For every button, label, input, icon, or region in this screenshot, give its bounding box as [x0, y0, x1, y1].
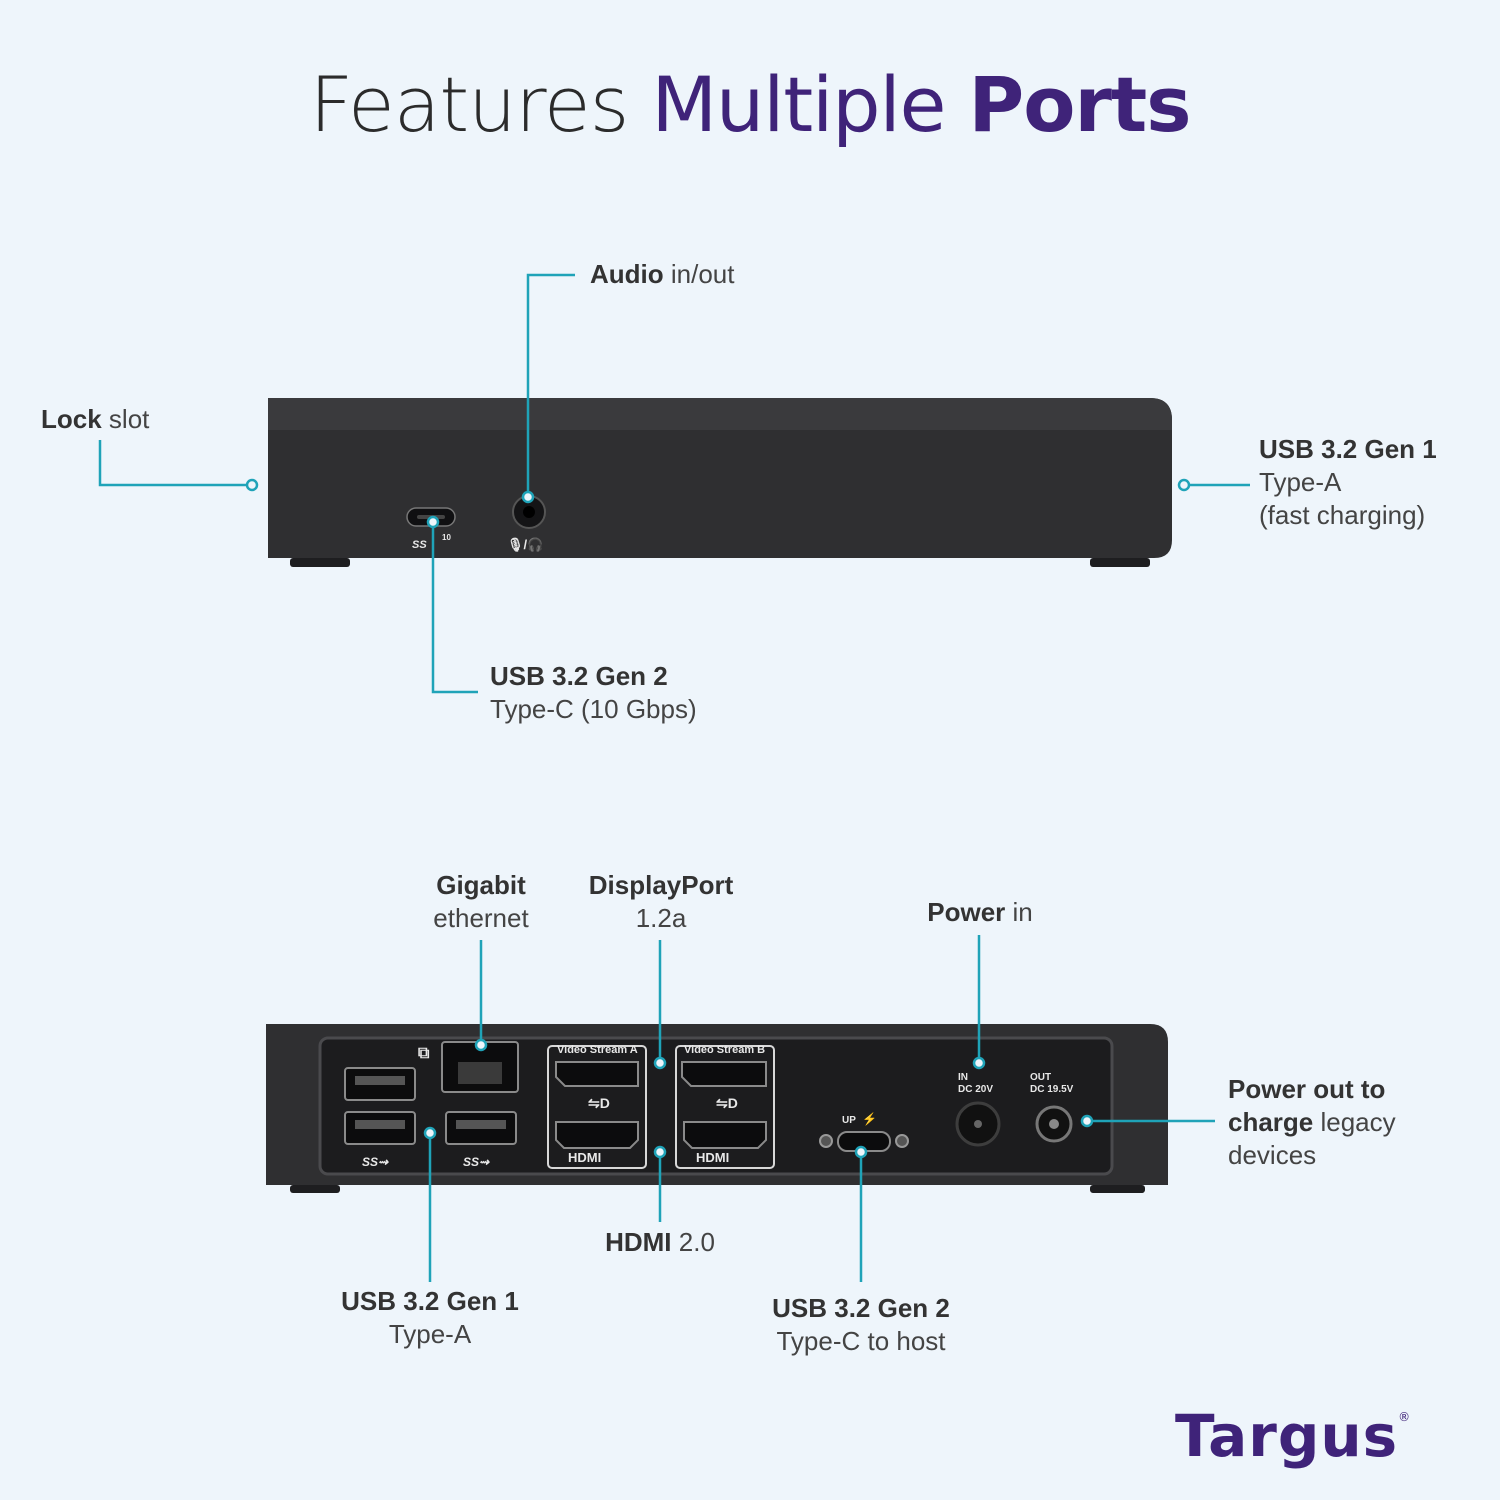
targus-logo: Targus®: [1175, 1402, 1412, 1470]
headline-part1: Features: [309, 60, 630, 149]
video-stream-b-label: Video Stream B: [684, 1044, 765, 1056]
label-ethernet: Gigabit ethernet: [433, 870, 529, 933]
label-hdmi: HDMI 2.0: [605, 1227, 715, 1257]
hdmi-logo-b: HDMI: [696, 1150, 729, 1165]
label-power-in: Power in: [927, 897, 1033, 927]
front-leader-lines: [98, 273, 1250, 694]
label-usb-c-front: USB 3.2 Gen 2 Type-C (10 Gbps): [490, 661, 697, 724]
label-usb-a-rear: USB 3.2 Gen 1 Type-A: [341, 1286, 519, 1349]
label-usb-c-host: USB 3.2 Gen 2 Type-C to host: [772, 1293, 950, 1356]
video-stream-b-box: [675, 1045, 775, 1169]
displayport-a: [555, 1061, 639, 1087]
headline-part2: Multiple: [651, 60, 946, 149]
svg-text:SS⇝: SS⇝: [463, 1155, 490, 1169]
in-label: IN: [958, 1072, 968, 1083]
svg-text:⇋D: ⇋D: [716, 1095, 738, 1111]
out-label: OUT: [1030, 1072, 1051, 1083]
svg-text:⇋D: ⇋D: [588, 1095, 610, 1111]
network-icon: ⧉: [418, 1045, 430, 1062]
hdmi-a: [555, 1121, 639, 1149]
dock-front-view: SS 10 🎙/🎧: [268, 398, 1172, 567]
dc-out-label: DC 19.5V: [1030, 1084, 1074, 1095]
svg-text:⚡: ⚡: [862, 1112, 877, 1126]
hdmi-logo-a: HDMI: [568, 1150, 601, 1165]
label-lock-slot: Lock slot: [41, 404, 150, 434]
video-stream-a-box: [547, 1045, 647, 1169]
dc-in-label: DC 20V: [958, 1084, 993, 1095]
up-label: UP: [842, 1115, 856, 1126]
svg-text:SS⇝: SS⇝: [362, 1155, 389, 1169]
label-power-out: Power out to charge legacy devices: [1228, 1074, 1396, 1170]
headline-part3: Ports: [968, 60, 1192, 149]
displayport-b: [681, 1061, 767, 1087]
label-usb-a-front: USB 3.2 Gen 1 Type-A (fast charging): [1259, 434, 1437, 530]
dock-rear-view: SS⇝ ⧉ SS⇝ Video Stream A ⇋D HDMI Video S…: [266, 1024, 1168, 1193]
svg-text:SS: SS: [412, 539, 427, 551]
ss-10-mark: 10: [442, 533, 451, 542]
headline: Features Multiple Ports: [0, 60, 1500, 149]
rear-leader-lines: [428, 935, 1215, 1282]
mic-headphone-icon: 🎙/🎧: [507, 537, 543, 552]
hdmi-b: [683, 1121, 767, 1149]
video-stream-a-label: Video Stream A: [557, 1044, 638, 1056]
label-audio: Audio in/out: [590, 259, 735, 289]
label-displayport: DisplayPort 1.2a: [588, 870, 734, 933]
